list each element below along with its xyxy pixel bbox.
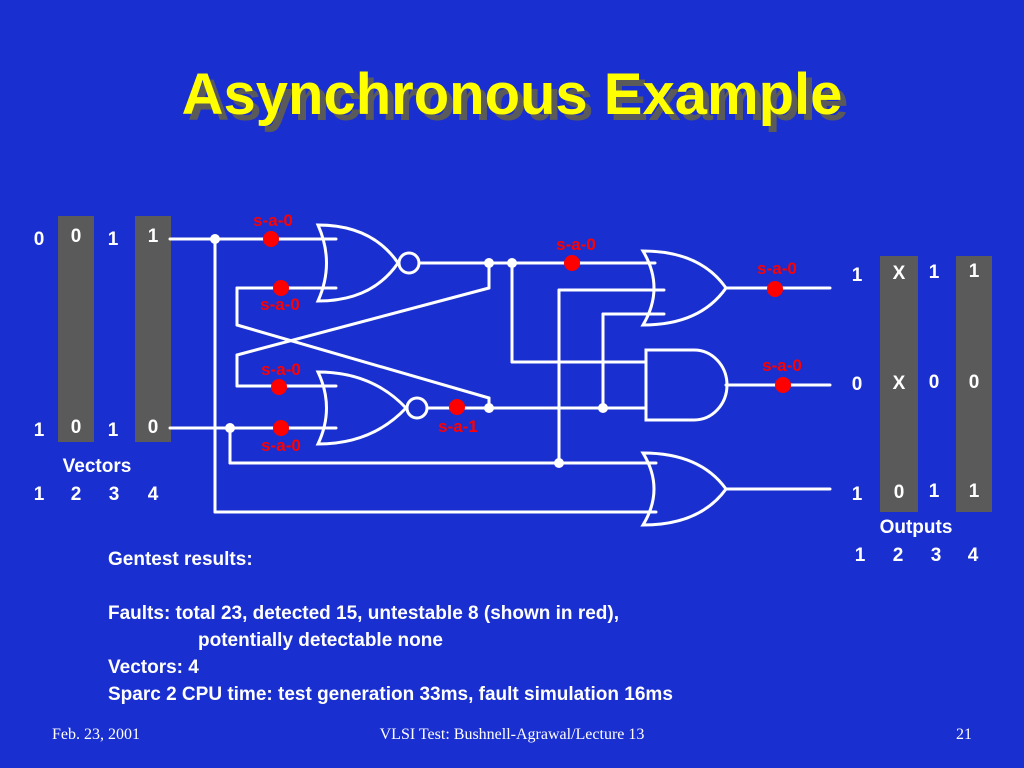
nor-gate-1-bubble (397, 251, 421, 275)
or-gate-2 (640, 451, 728, 527)
fault-dot (767, 281, 783, 297)
output-1-row-2: 0 (852, 374, 863, 395)
vector-number-1: 1 (34, 484, 45, 505)
fault-label: s-a-0 (556, 235, 596, 254)
output-number-2: 2 (893, 545, 904, 566)
output-bar-2 (880, 256, 918, 512)
cpu-time-line: Sparc 2 CPU time: test generation 33ms, … (108, 684, 673, 705)
nor-gate-2-bubble (405, 396, 429, 420)
footer-page-number: 21 (956, 726, 972, 743)
junction-dots (210, 234, 608, 468)
vector-3-bottom: 1 (108, 420, 119, 441)
nor-gate-2 (315, 370, 409, 446)
vectors-label: Vectors (63, 456, 132, 477)
fault-label: s-a-0 (253, 211, 293, 230)
vector-1-bottom: 1 (34, 420, 45, 441)
outputs-label: Outputs (880, 517, 953, 538)
footer-date: Feb. 23, 2001 (52, 726, 140, 743)
faults-line: Faults: total 23, detected 15, untestabl… (108, 603, 619, 624)
vector-number-2: 2 (71, 484, 82, 505)
output-bar-4 (956, 256, 992, 512)
fault-dot (263, 231, 279, 247)
title-area: Asynchronous Example Asynchronous Exampl… (0, 60, 1024, 140)
output-values: 1 X 1 1 0 X 0 0 1 0 1 1 Outputs 1 2 3 4 (852, 261, 980, 566)
vector-3-top: 1 (108, 229, 119, 250)
output-2-row-2: X (893, 373, 906, 394)
vector-bar-2 (58, 216, 94, 442)
results-spacer (108, 573, 673, 600)
footer-course: VLSI Test: Bushnell-Agrawal/Lecture 13 (379, 726, 645, 743)
fault-label: s-a-0 (762, 356, 802, 375)
fault-label: s-a-0 (261, 436, 301, 455)
output-4-row-3: 1 (969, 481, 980, 502)
vector-4-bottom: 0 (148, 417, 159, 438)
output-1-row-3: 1 (852, 484, 863, 505)
results-heading: Gentest results: (108, 549, 253, 570)
fault-dot (449, 399, 465, 415)
gates (315, 223, 729, 527)
output-3-row-3: 1 (929, 481, 940, 502)
output-bars (880, 256, 992, 512)
fault-dot (564, 255, 580, 271)
fault-dot (273, 280, 289, 296)
output-3-row-1: 1 (929, 262, 940, 283)
fault-label: s-a-0 (261, 360, 301, 379)
vector-4-top: 1 (148, 226, 159, 247)
vector-2-top: 0 (71, 226, 82, 247)
nor-gate-1 (315, 223, 400, 303)
or-gate-1 (640, 249, 728, 327)
output-4-row-1: 1 (969, 261, 980, 282)
vector-number-4: 4 (148, 484, 159, 505)
output-number-4: 4 (968, 545, 979, 566)
slide-title: Asynchronous Example (181, 62, 843, 127)
faults-line-continued: potentially detectable none (198, 630, 443, 651)
vector-bar-4 (135, 216, 171, 442)
output-number-1: 1 (855, 545, 866, 566)
fault-dot (271, 379, 287, 395)
output-number-3: 3 (931, 545, 942, 566)
gentest-results: Gentest results: Faults: total 23, detec… (108, 546, 673, 708)
title-shadow: Asynchronous Example (187, 68, 849, 133)
fault-label: s-a-0 (260, 295, 300, 314)
and-gate-1 (644, 348, 729, 422)
output-2-row-3: 0 (894, 482, 905, 503)
vector-1-top: 0 (34, 229, 45, 250)
vector-number-3: 3 (109, 484, 120, 505)
vectors-line: Vectors: 4 (108, 657, 199, 678)
output-2-row-1: X (893, 263, 906, 284)
vector-values: 0 0 1 1 1 0 1 0 Vectors 1 2 3 4 (34, 226, 159, 505)
vector-2-bottom: 0 (71, 417, 82, 438)
fault-labels: s-a-0 s-a-0 s-a-0 s-a-0 s-a-0 s-a-0 s-a-… (253, 211, 802, 455)
fault-label: s-a-0 (757, 259, 797, 278)
output-1-row-1: 1 (852, 265, 863, 286)
fault-dot (775, 377, 791, 393)
output-4-row-2: 0 (969, 372, 980, 393)
fault-dot (273, 420, 289, 436)
fault-dots (263, 231, 791, 436)
fault-label: s-a-1 (438, 417, 478, 436)
vector-bars (58, 216, 171, 442)
output-3-row-2: 0 (929, 372, 940, 393)
